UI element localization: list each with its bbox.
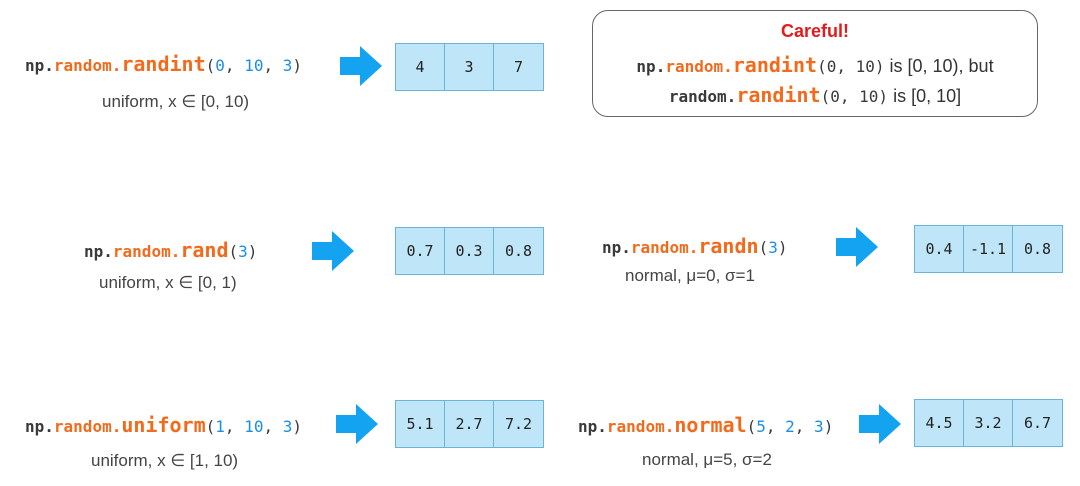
- code-function: randint: [732, 53, 818, 77]
- callout-text: is [0, 10), but: [884, 56, 994, 76]
- careful-callout: Careful! np.random.randint(0, 10) is [0,…: [592, 10, 1038, 117]
- randint-code: np.random.randint(0, 10, 3): [25, 52, 302, 76]
- code-arg: 3: [814, 417, 824, 436]
- code-prefix: np.: [84, 242, 113, 261]
- code-arg: 1: [215, 417, 225, 436]
- code-arg: 3: [238, 242, 248, 261]
- array-cell: 0.8: [1023, 240, 1052, 258]
- code-prefix: np.: [25, 417, 54, 436]
- randn-result-array: 0.4 -1.1 0.8: [914, 225, 1063, 273]
- randint-caption: uniform, x ∈ [0, 10): [102, 92, 250, 111]
- code-prefix: np.: [602, 238, 631, 257]
- code-open-paren: (: [817, 57, 827, 76]
- code-prefix: np.: [578, 417, 607, 436]
- array-cell: 7: [513, 58, 524, 76]
- code-module: random.: [112, 242, 181, 261]
- code-module: random.: [606, 417, 675, 436]
- arrow-right-icon: [859, 404, 901, 444]
- rand-caption: uniform, x ∈ [0, 1): [99, 273, 237, 292]
- code-open-paren: (: [205, 417, 216, 436]
- array-cell: 3: [445, 44, 494, 90]
- code-module: random.: [53, 56, 122, 75]
- code-open-paren: (: [758, 238, 769, 257]
- code-arg: 5: [756, 417, 766, 436]
- code-arg: 2: [785, 417, 795, 436]
- code-module: random.: [665, 57, 733, 76]
- normal-caption: normal, μ=5, σ=2: [642, 450, 772, 469]
- array-cell: 0.3: [445, 228, 494, 274]
- arrow-shape: [836, 227, 878, 267]
- arrow-right-icon: [836, 227, 878, 267]
- arrow-right-icon: [336, 404, 378, 444]
- code-arg: 3: [768, 238, 778, 257]
- rand-result-array: 0.7 0.3 0.8: [395, 227, 544, 275]
- uniform-caption: uniform, x ∈ [1, 10): [91, 451, 239, 470]
- array-cell: -1.1: [964, 226, 1013, 272]
- arrow-shape: [312, 231, 354, 271]
- code-open-paren: (: [820, 87, 831, 106]
- arrow-right-icon: [312, 231, 354, 271]
- code-function: normal: [674, 413, 747, 437]
- callout-title: Careful!: [780, 21, 849, 41]
- code-arg: 0: [215, 56, 225, 75]
- array-cell: 0.8: [504, 242, 533, 260]
- randn-caption: normal, μ=0, σ=1: [625, 266, 755, 285]
- code-module: random.: [53, 417, 122, 436]
- callout-text: is [0, 10]: [888, 86, 962, 106]
- code-open-paren: (: [746, 417, 757, 436]
- code-function: randn: [698, 234, 759, 258]
- code-arg: 10: [855, 57, 875, 76]
- code-prefix: random.: [668, 87, 737, 106]
- code-arg: 3: [282, 56, 293, 75]
- code-function: randint: [121, 52, 206, 76]
- array-cell: 6.7: [1023, 414, 1052, 432]
- normal-code: np.random.normal(5, 2, 3): [578, 413, 834, 437]
- code-close-paren: ): [777, 238, 788, 257]
- arrow-shape: [859, 404, 901, 444]
- code-module: random.: [630, 238, 699, 257]
- code-close-paren: ): [247, 242, 258, 261]
- code-close-paren: ): [874, 57, 885, 76]
- code-arg: 0: [826, 57, 837, 76]
- uniform-result-array: 5.1 2.7 7.2: [395, 400, 544, 448]
- callout-line-2: random.randint(0, 10) is [0, 10]: [668, 83, 962, 107]
- code-arg: 3: [282, 417, 293, 436]
- array-cell: 7.2: [504, 415, 533, 433]
- array-cell: 4: [396, 44, 445, 90]
- code-open-paren: (: [228, 242, 239, 261]
- code-prefix: np.: [25, 56, 54, 75]
- code-function: rand: [180, 238, 229, 262]
- array-cell: 0.7: [396, 228, 445, 274]
- randint-result-array: 4 3 7: [395, 43, 544, 91]
- code-arg: 10: [244, 417, 264, 436]
- callout-line-1: np.random.randint(0, 10) is [0, 10), but: [636, 53, 994, 77]
- code-function: randint: [736, 83, 821, 107]
- code-close-paren: ): [878, 87, 889, 106]
- code-arg: 10: [859, 87, 879, 106]
- code-arg: 0: [830, 87, 840, 106]
- array-cell: 5.1: [396, 401, 445, 447]
- array-cell: 0.4: [915, 226, 964, 272]
- rand-code: np.random.rand(3): [84, 238, 257, 262]
- code-close-paren: ): [292, 417, 302, 436]
- arrow-shape: [340, 46, 382, 86]
- arrow-shape: [336, 404, 378, 444]
- randn-code: np.random.randn(3): [602, 234, 787, 258]
- code-function: uniform: [121, 413, 206, 437]
- array-cell: 4.5: [915, 400, 964, 446]
- code-close-paren: ): [823, 417, 834, 436]
- uniform-code: np.random.uniform(1, 10, 3): [25, 413, 302, 437]
- array-cell: 2.7: [445, 401, 494, 447]
- code-prefix: np.: [636, 57, 666, 76]
- code-open-paren: (: [205, 56, 216, 75]
- array-cell: 3.2: [964, 400, 1013, 446]
- code-arg: 10: [244, 56, 264, 75]
- arrow-right-icon: [340, 46, 382, 86]
- code-close-paren: ): [292, 56, 302, 75]
- normal-result-array: 4.5 3.2 6.7: [914, 399, 1063, 447]
